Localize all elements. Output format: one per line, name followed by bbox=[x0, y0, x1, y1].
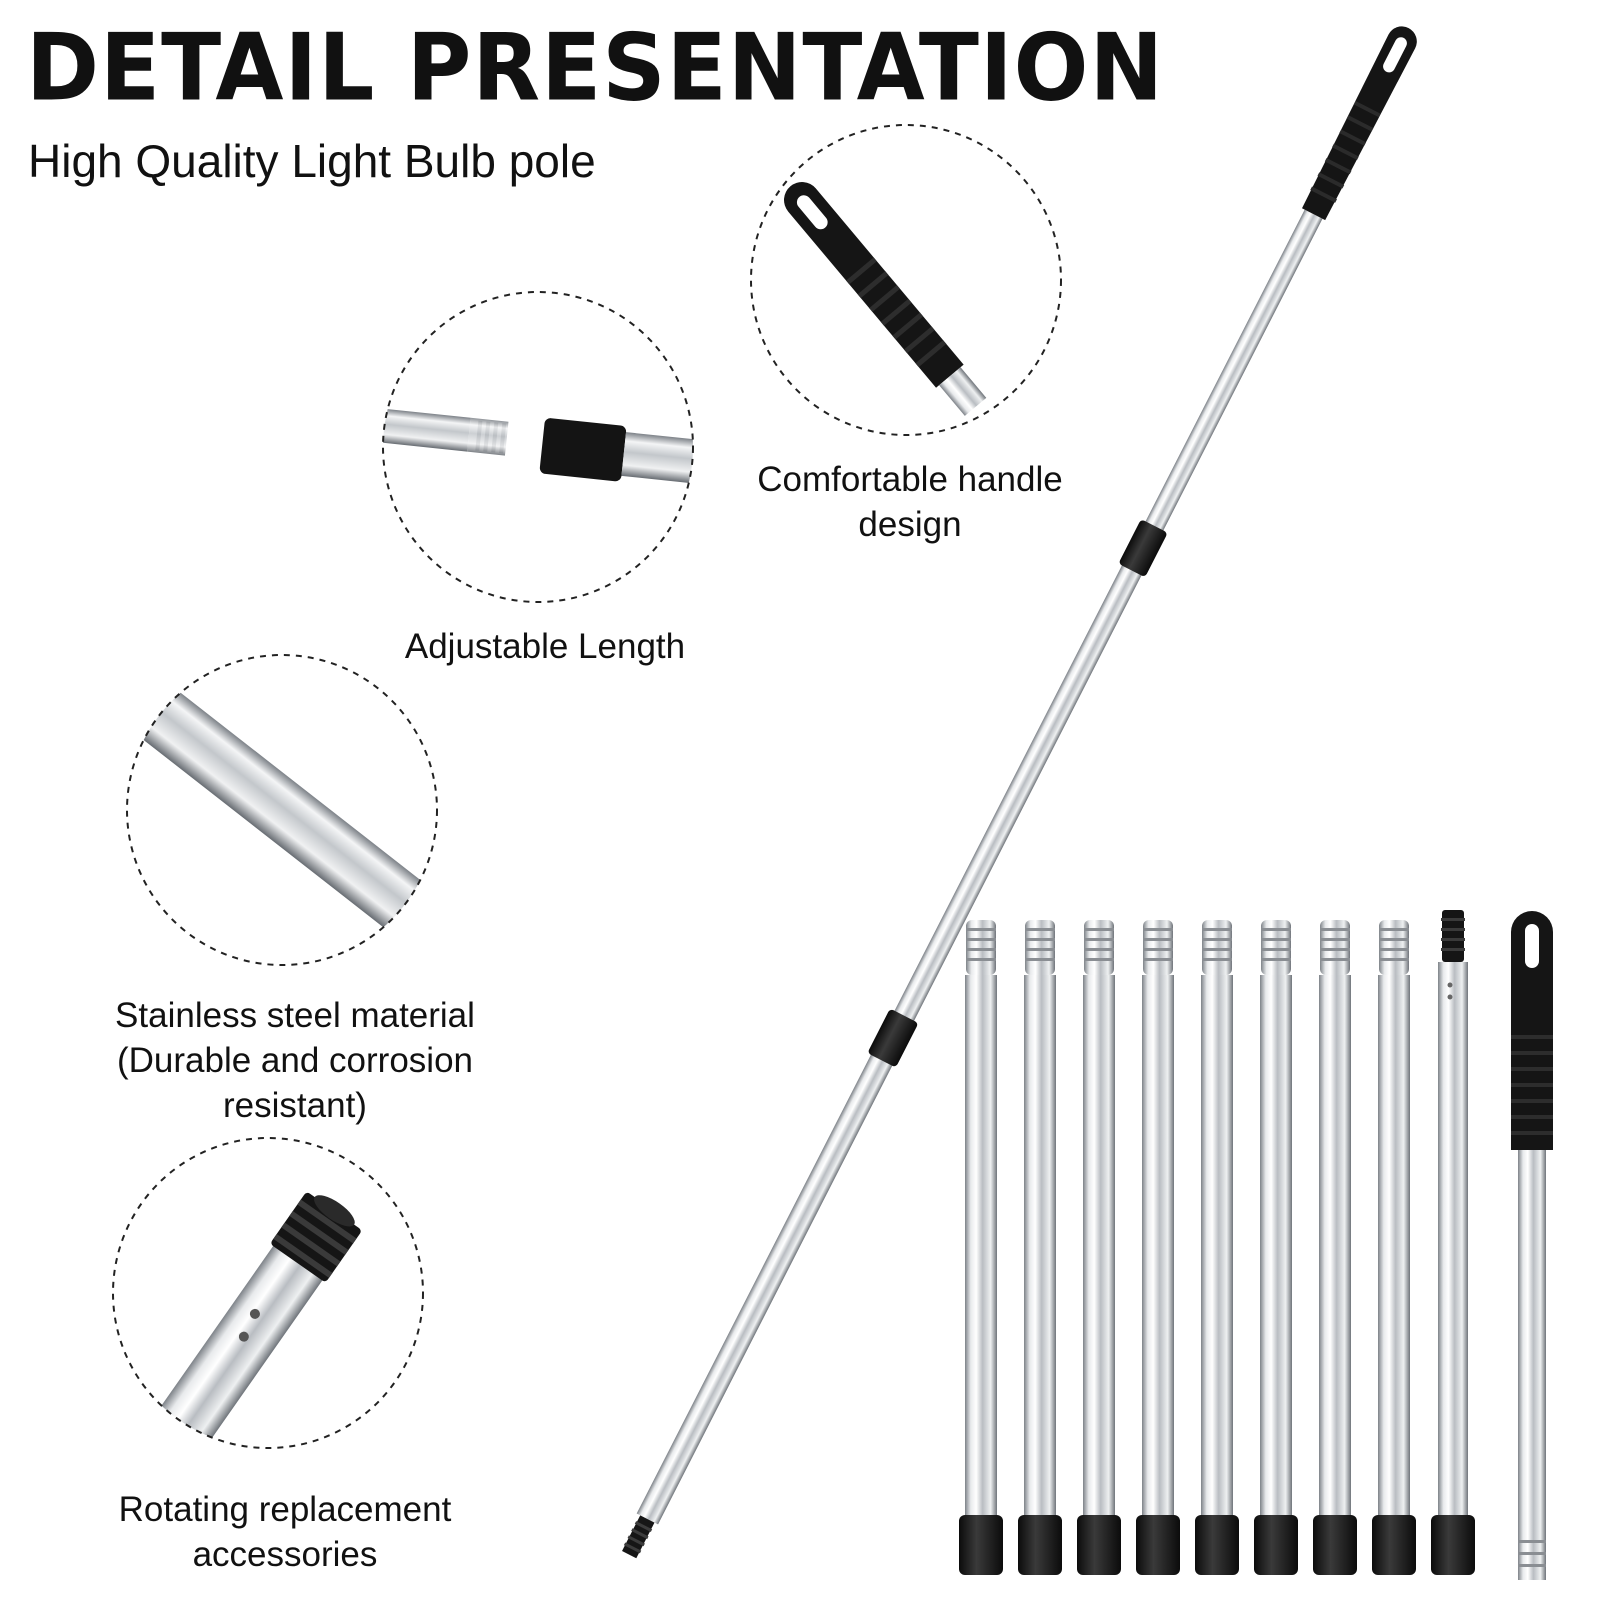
pole-segment bbox=[1077, 920, 1121, 1575]
feature-caption-adjustable: Adjustable Length bbox=[385, 624, 705, 669]
feature-caption-rotating: Rotating replacement accessories bbox=[95, 1487, 475, 1577]
pole-segment bbox=[959, 920, 1003, 1575]
caption-line: (Durable and corrosion bbox=[116, 1041, 473, 1080]
pole-segment bbox=[1254, 920, 1298, 1575]
handle-segment bbox=[1511, 911, 1553, 1580]
threaded-tip-segment bbox=[1431, 910, 1475, 1575]
caption-line: accessories bbox=[192, 1535, 378, 1574]
caption-line: Comfortable handle bbox=[757, 460, 1063, 499]
steel-detail-circle bbox=[126, 654, 438, 966]
joint-detail-circle bbox=[382, 291, 694, 603]
tip-detail-circle bbox=[112, 1137, 424, 1449]
caption-line: resistant) bbox=[223, 1086, 367, 1125]
telescopic-pole bbox=[622, 26, 1417, 1559]
feature-caption-steel: Stainless steel material (Durable and co… bbox=[90, 993, 500, 1128]
caption-line: design bbox=[858, 505, 962, 544]
page-title: DETAIL PRESENTATION bbox=[26, 13, 1165, 122]
caption-line: Adjustable Length bbox=[404, 627, 686, 666]
page-subtitle: High Quality Light Bulb pole bbox=[28, 135, 596, 187]
pole-segment bbox=[1195, 920, 1239, 1575]
caption-line: Rotating replacement bbox=[118, 1490, 452, 1529]
caption-line: Stainless steel material bbox=[115, 996, 475, 1035]
pole-segment bbox=[1018, 920, 1062, 1575]
handle-detail-circle bbox=[750, 124, 1062, 436]
feature-caption-handle: Comfortable handle design bbox=[740, 457, 1080, 547]
pole-segments bbox=[959, 920, 1416, 1575]
pole-segment bbox=[1136, 920, 1180, 1575]
pole-segment bbox=[1372, 920, 1416, 1575]
pole-segment bbox=[1313, 920, 1357, 1575]
